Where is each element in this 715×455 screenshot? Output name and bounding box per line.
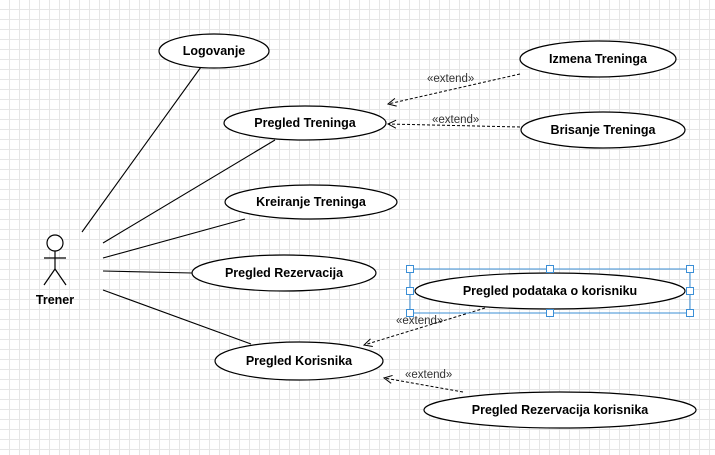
use-case-izmena-treninga[interactable]: Izmena Treninga (519, 40, 677, 78)
association-pregled-rezervacija[interactable] (102, 270, 193, 274)
resize-handle-w[interactable] (406, 287, 414, 295)
use-case-kreiranje-treninga[interactable]: Kreiranje Treninga (224, 184, 398, 220)
association-pregled-korisnika[interactable] (102, 289, 252, 345)
use-case-pregled-podataka-o-korisniku[interactable]: Pregled podataka o korisniku (414, 272, 686, 310)
use-case-label: Brisanje Treninga (551, 123, 657, 137)
extend-label-izmena: «extend» (427, 73, 474, 85)
resize-handle-ne[interactable] (686, 265, 694, 273)
use-case-pregled-korisnika[interactable]: Pregled Korisnika (214, 341, 384, 381)
actor-head (46, 234, 64, 252)
use-case-label: Logovanje (183, 44, 246, 58)
use-case-label: Pregled podataka o korisniku (463, 284, 637, 298)
use-case-label: Pregled Treninga (254, 116, 356, 130)
association-logovanje[interactable] (81, 66, 202, 233)
resize-handle-e[interactable] (686, 287, 694, 295)
resize-handle-se[interactable] (686, 309, 694, 317)
use-case-brisanje-treninga[interactable]: Brisanje Treninga (520, 111, 686, 149)
resize-handle-n[interactable] (546, 265, 554, 273)
extend-rezervacije-korisnika-to-pregled-korisnika[interactable] (384, 378, 464, 393)
extend-podaci-to-pregled-korisnika[interactable] (364, 307, 486, 345)
actor-left-leg (43, 268, 56, 286)
use-case-label: Pregled Rezervacija korisnika (472, 403, 650, 417)
actor-label: Trener (36, 293, 74, 307)
actor-trener[interactable]: Trener (36, 234, 74, 307)
resize-handle-sw[interactable] (406, 309, 414, 317)
extend-label-rezervacije-korisnika: «extend» (405, 369, 452, 381)
use-case-label: Pregled Korisnika (246, 354, 353, 368)
use-case-label: Izmena Treninga (549, 52, 648, 66)
association-pregled-treninga[interactable] (102, 139, 276, 244)
use-case-pregled-rezervacija[interactable]: Pregled Rezervacija (191, 254, 377, 292)
use-case-pregled-treninga[interactable]: Pregled Treninga (223, 105, 387, 141)
extend-brisanje-to-pregled-treninga[interactable] (388, 124, 521, 127)
selection-box[interactable] (406, 265, 694, 317)
use-case-label: Kreiranje Treninga (256, 195, 367, 209)
resize-handle-nw[interactable] (406, 265, 414, 273)
association-kreiranje-treninga[interactable] (102, 218, 246, 259)
actor-right-leg (54, 268, 67, 286)
use-case-pregled-rezervacija-korisnika[interactable]: Pregled Rezervacija korisnika (423, 391, 697, 429)
extend-label-brisanje: «extend» (432, 114, 479, 126)
extend-izmena-to-pregled-treninga[interactable] (388, 73, 521, 104)
use-case-logovanje[interactable]: Logovanje (158, 33, 270, 69)
resize-handle-s[interactable] (546, 309, 554, 317)
use-case-label: Pregled Rezervacija (225, 266, 344, 280)
extend-label-podaci: «extend» (396, 315, 443, 327)
